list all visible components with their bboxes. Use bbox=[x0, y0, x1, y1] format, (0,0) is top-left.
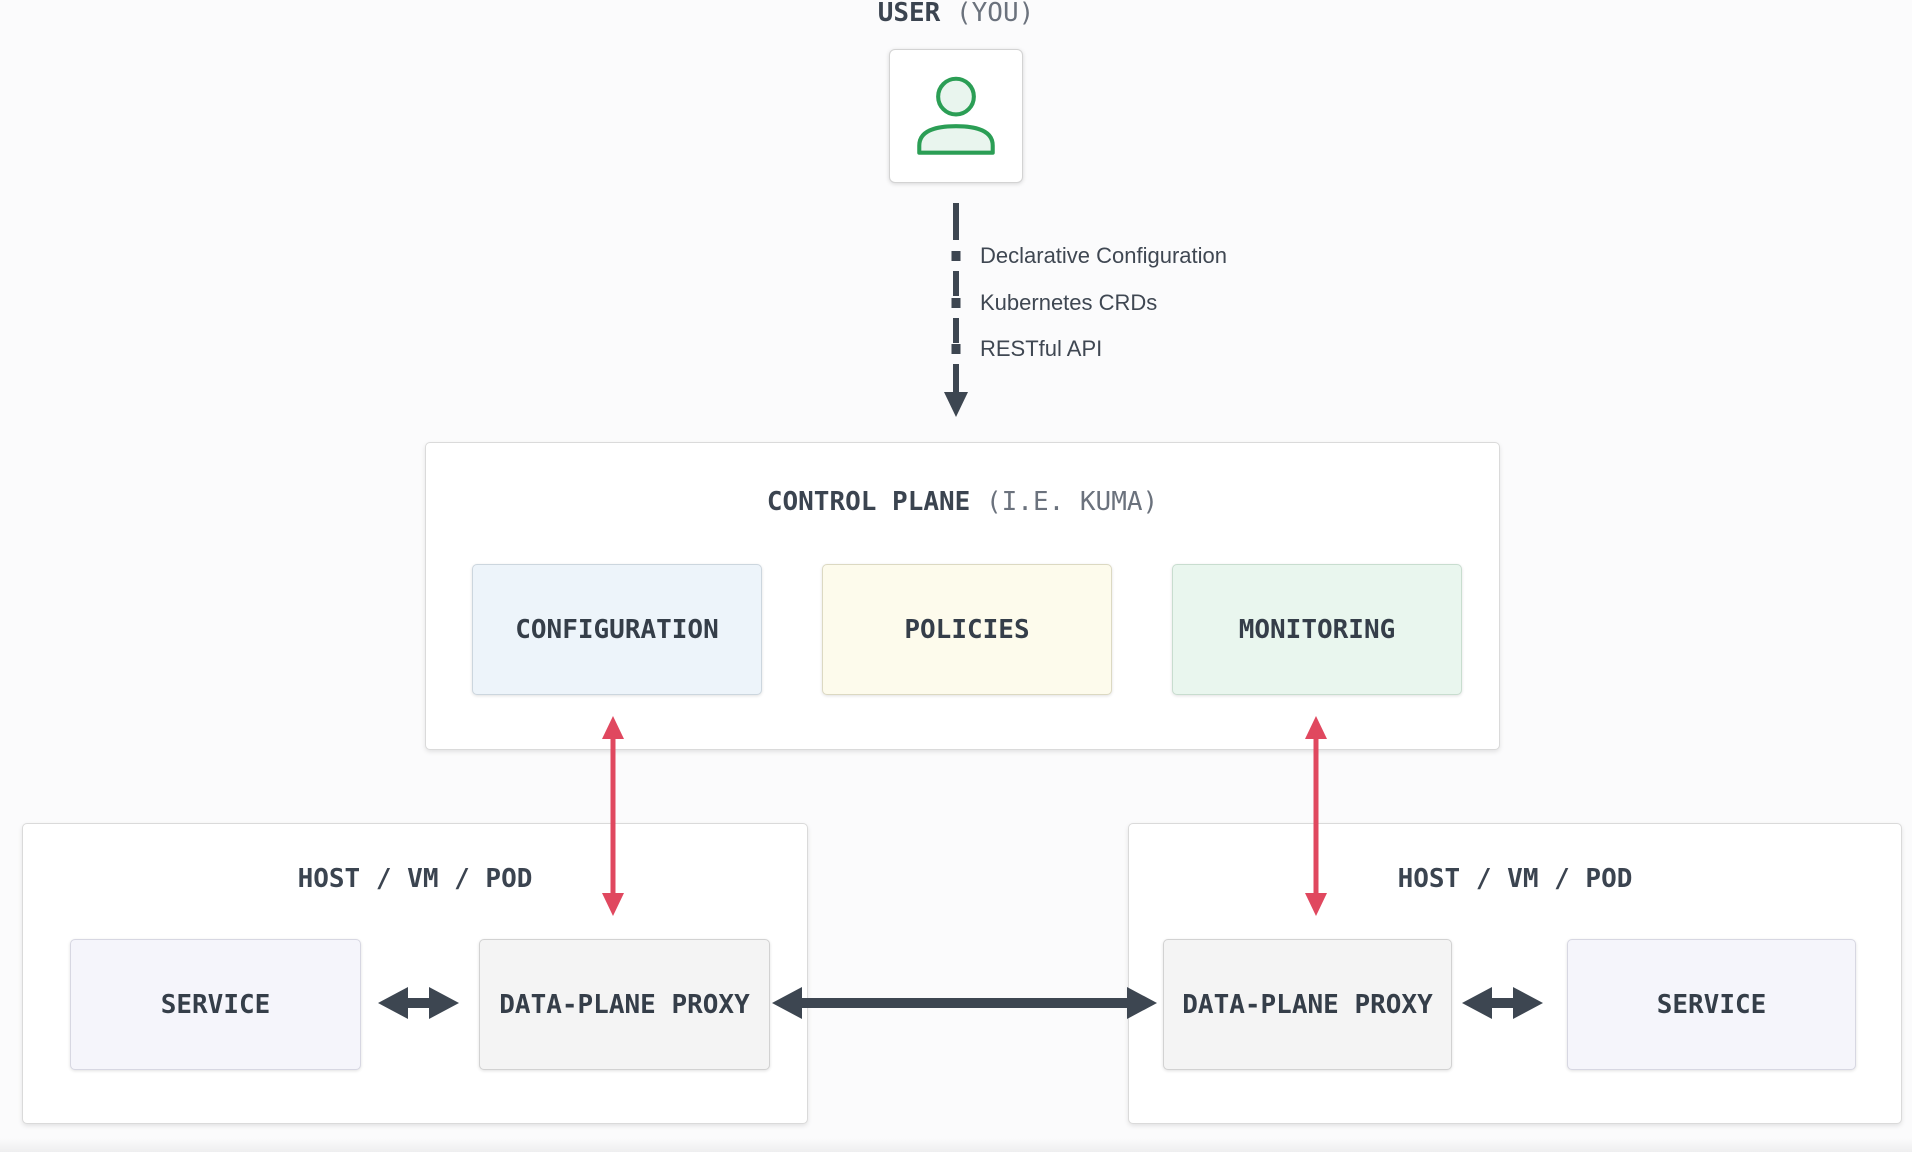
user-title-main: USER bbox=[877, 0, 941, 28]
host-box-left: HOST / VM / POD SERVICE DATA-PLANE PROXY bbox=[22, 823, 808, 1124]
user-icon-card bbox=[889, 49, 1023, 183]
down-arrowhead-icon bbox=[944, 392, 968, 417]
service-node-left: SERVICE bbox=[70, 939, 361, 1070]
connector-label-kubernetes-crds: Kubernetes CRDs bbox=[980, 290, 1158, 315]
policies-label: POLICIES bbox=[904, 614, 1030, 645]
configuration-label: CONFIGURATION bbox=[515, 614, 719, 645]
user-title: USER (YOU) bbox=[756, 0, 1156, 28]
policies-node: POLICIES bbox=[822, 564, 1112, 695]
data-plane-proxy-node-left: DATA-PLANE PROXY bbox=[479, 939, 770, 1070]
host-box-right: HOST / VM / POD DATA-PLANE PROXY SERVICE bbox=[1128, 823, 1902, 1124]
service-left-label: SERVICE bbox=[160, 989, 271, 1020]
connector-label-declarative-configuration: Declarative Configuration bbox=[980, 243, 1228, 268]
service-right-label: SERVICE bbox=[1656, 989, 1767, 1020]
person-icon bbox=[917, 76, 995, 155]
monitoring-label: MONITORING bbox=[1238, 614, 1396, 645]
control-plane-title: CONTROL PLANE (I.E. KUMA) bbox=[426, 487, 1499, 517]
control-plane-box: CONTROL PLANE (I.E. KUMA) CONFIGURATION … bbox=[425, 442, 1500, 750]
data-plane-proxy-left-label: DATA-PLANE PROXY bbox=[499, 989, 750, 1020]
user-title-suffix: (YOU) bbox=[956, 0, 1035, 28]
bottom-fade bbox=[0, 1138, 1912, 1152]
proxy-to-proxy-arrow bbox=[772, 987, 1157, 1019]
user-to-control-plane-dashed-arrow bbox=[944, 203, 968, 417]
control-plane-title-main: CONTROL PLANE bbox=[766, 487, 971, 517]
service-node-right: SERVICE bbox=[1567, 939, 1856, 1070]
data-plane-proxy-right-label: DATA-PLANE PROXY bbox=[1182, 989, 1433, 1020]
configuration-node: CONFIGURATION bbox=[472, 564, 762, 695]
control-plane-title-suffix: (I.E. KUMA) bbox=[985, 487, 1159, 517]
host-right-title: HOST / VM / POD bbox=[1397, 864, 1633, 894]
data-plane-proxy-node-right: DATA-PLANE PROXY bbox=[1163, 939, 1452, 1070]
connector-label-restful-api: RESTful API bbox=[980, 336, 1103, 361]
monitoring-node: MONITORING bbox=[1172, 564, 1462, 695]
host-left-title: HOST / VM / POD bbox=[297, 864, 533, 894]
